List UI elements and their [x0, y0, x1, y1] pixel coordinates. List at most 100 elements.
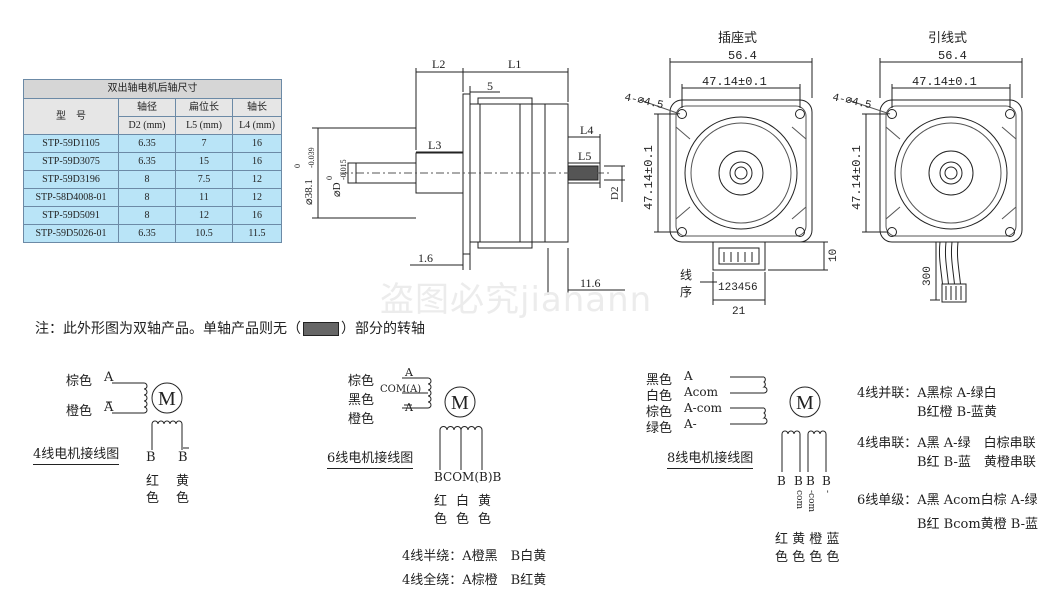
w8-aminus: A- [684, 417, 697, 431]
rear-shaft-swatch [303, 322, 339, 336]
w6-com: COM(A) [380, 384, 422, 395]
w6-orange: 橙色 [348, 412, 375, 427]
front2-holes: 4-⌀4.5 [831, 92, 872, 112]
w8-green: 绿色 [646, 421, 673, 436]
w6-full-winding: 4线全绕：A棕橙 B红黄 [402, 573, 547, 588]
cell-l4: 16 [232, 206, 282, 225]
front1-d10: 10 [828, 249, 840, 262]
w8-acom2: A-com [684, 401, 723, 415]
cell-l5: 10.5 [175, 224, 233, 243]
front2-d300: 300 [922, 266, 934, 286]
w6-abar: A [405, 401, 413, 414]
w4-brown: 棕色 [66, 374, 93, 389]
front1-w56: 56.4 [728, 49, 757, 63]
col-dia-header: 轴径 [118, 98, 176, 117]
unit-len: L4 (mm) [232, 116, 282, 135]
unit-flat: L5 (mm) [175, 116, 233, 135]
motor-8wire-m: M [796, 392, 814, 414]
w4-a: A [104, 370, 114, 385]
w8-series-2: B红 B-蓝 黄橙串联 [917, 455, 1036, 470]
w8-b1: B [777, 474, 786, 488]
cell-l5: 15 [175, 152, 233, 171]
front-view-socket [639, 58, 828, 305]
w6-a: A [405, 366, 413, 379]
w8-title: 8线电机接线图 [667, 447, 754, 469]
front1-title: 插座式 [718, 30, 757, 45]
dim-l2: L2 [432, 57, 445, 71]
front1-seq: 123456 [718, 282, 758, 294]
col-model-header: 型 号 [23, 98, 119, 135]
w4-color2: 色 [176, 491, 190, 506]
dim-l4: L4 [580, 123, 593, 137]
dim-5: 5 [487, 79, 493, 93]
cell-d2: 8 [118, 206, 176, 225]
w8-unipolar-1: 6线单级：A黑 Acom白棕 A-绿 [857, 493, 1038, 508]
dim-dia38-tol-top: 0 [293, 164, 302, 168]
w6-half-winding: 4线半绕：A橙黑 B白黄 [402, 549, 547, 564]
front2-w56: 56.4 [938, 49, 967, 63]
dim-dia-d: ⌀D [331, 182, 343, 197]
w6-yellow: 黄 [478, 494, 492, 509]
w8-b2: B [794, 474, 803, 488]
dim-dia-d-tol-bot: -0.015 [339, 159, 348, 180]
w4-orange: 橙色 [66, 404, 93, 419]
w8-bcom1: com [794, 490, 804, 509]
w6-bottom: BCOM(B)B [434, 470, 502, 484]
w8-acom: Acom [684, 385, 718, 399]
table-caption: 双出轴电机后轴尺寸 [23, 79, 282, 99]
front1-xian: 线 [680, 268, 692, 282]
cell-model: STP-58D4008-01 [23, 188, 119, 207]
cell-l4: 11.5 [232, 224, 282, 243]
w8-unipolar-2: B红 Bcom黄橙 B-蓝 [917, 517, 1038, 532]
w4-title: 4线电机接线图 [33, 443, 120, 465]
motor-6wire-m: M [451, 392, 469, 414]
w4-bbar: B [178, 450, 188, 465]
w6-red: 红 [434, 494, 448, 509]
w6-white: 白 [456, 494, 470, 509]
cell-model: STP-59D5026-01 [23, 224, 119, 243]
dim-dia-d-tol-top: 0 [325, 176, 334, 180]
w4-yellow: 黄 [176, 474, 190, 489]
cell-model: STP-59D5091 [23, 206, 119, 225]
w4-color1: 色 [146, 491, 160, 506]
cell-l5: 12 [175, 206, 233, 225]
w6-color2: 色 [456, 512, 470, 527]
cell-l5: 7 [175, 134, 233, 153]
w8-brown: 棕色 [646, 405, 673, 420]
cell-l4: 16 [232, 152, 282, 171]
cell-d2: 8 [118, 188, 176, 207]
w6-title: 6线电机接线图 [327, 447, 414, 469]
w8-b3: B [806, 474, 815, 488]
front1-xu: 序 [680, 284, 692, 299]
dim-l5: L5 [578, 149, 591, 163]
motor-4wire-m: M [158, 388, 176, 410]
footnote: 注：此外形图为双轴产品。单轴产品则无（ ）部分的转轴 [35, 318, 425, 338]
dim-l1: L1 [508, 57, 521, 71]
w6-brown: 棕色 [348, 374, 375, 389]
w4-red: 红 [146, 474, 160, 489]
footnote-suffix: ）部分的转轴 [341, 321, 425, 337]
side-view [312, 68, 625, 295]
w8-parallel-1: 4线并联：A黑棕 A-绿白 [857, 386, 997, 401]
front2-h47: 47.14±0.1 [850, 145, 864, 210]
rear-shaft-spec-table: 双出轴电机后轴尺寸 型 号 轴径 扁位长 轴长 D2 (mm) L5 (mm) … [23, 79, 282, 243]
front2-title: 引线式 [928, 30, 967, 45]
front1-holes: 4-⌀4.5 [623, 92, 664, 112]
w8-bminus: - [822, 490, 832, 494]
cell-l4: 12 [232, 188, 282, 207]
cell-d2: 6.35 [118, 224, 176, 243]
footnote-prefix: 注：此外形图为双轴产品。单轴产品则无（ [35, 321, 301, 337]
w8-b4: B [822, 474, 831, 488]
w8-colors1: 红 黄 橙 蓝 [775, 532, 840, 547]
dim-dia38-tol-bot: -0.039 [307, 147, 316, 168]
dim-1-6: 1.6 [418, 251, 433, 265]
w4-b: B [146, 450, 156, 465]
w6-black: 黑色 [348, 393, 375, 408]
w8-black: 黑色 [646, 373, 673, 388]
cell-d2: 6.35 [118, 134, 176, 153]
cell-d2: 8 [118, 170, 176, 189]
